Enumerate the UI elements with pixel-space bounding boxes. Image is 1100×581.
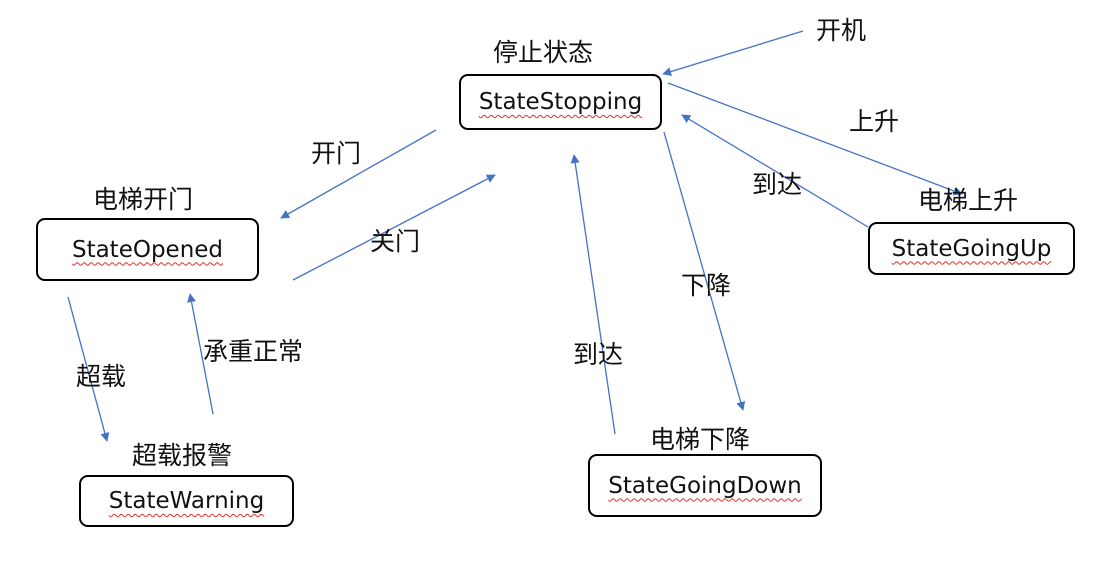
state-name-goingup: StateGoingUp	[891, 235, 1052, 262]
edge-load-normal	[187, 293, 214, 415]
label-go-up: 上升	[849, 107, 900, 136]
label-load-normal: 承重正常	[203, 337, 304, 366]
state-box-stopping: StateStopping	[459, 74, 662, 130]
state-name-stopping: StateStopping	[478, 89, 643, 115]
edge-go-down	[663, 131, 746, 411]
edge-arrive-from-up	[681, 114, 869, 228]
label-go-down: 下降	[681, 271, 732, 300]
state-name-warning: StateWarning	[108, 488, 265, 514]
state-box-opened: StateOpened	[36, 218, 259, 281]
edge-arrive-from-down	[570, 154, 616, 435]
state-box-goingup: StateGoingUp	[868, 222, 1075, 275]
edge-power-on	[662, 30, 804, 76]
label-overload: 超载	[76, 362, 127, 391]
label-arrive-from-down: 到达	[573, 340, 624, 369]
state-box-goingdown: StateGoingDown	[588, 454, 822, 517]
label-power-on: 开机	[816, 16, 867, 45]
state-title-goingup: 电梯上升	[918, 186, 1019, 215]
edge-go-up	[667, 82, 963, 196]
label-arrive-from-up: 到达	[752, 170, 803, 199]
edge-open-door	[280, 129, 437, 219]
state-title-stopping: 停止状态	[493, 38, 594, 67]
state-box-warning: StateWarning	[79, 475, 294, 527]
state-title-opened: 电梯开门	[93, 185, 194, 214]
state-name-goingdown: StateGoingDown	[608, 472, 802, 499]
state-title-goingdown: 电梯下降	[650, 425, 751, 454]
label-close-door: 关门	[370, 227, 421, 256]
edge-close-door	[292, 174, 496, 281]
label-open-door: 开门	[311, 139, 362, 168]
state-name-opened: StateOpened	[71, 236, 224, 263]
state-title-warning: 超载报警	[132, 441, 233, 470]
edge-overload	[67, 296, 110, 442]
